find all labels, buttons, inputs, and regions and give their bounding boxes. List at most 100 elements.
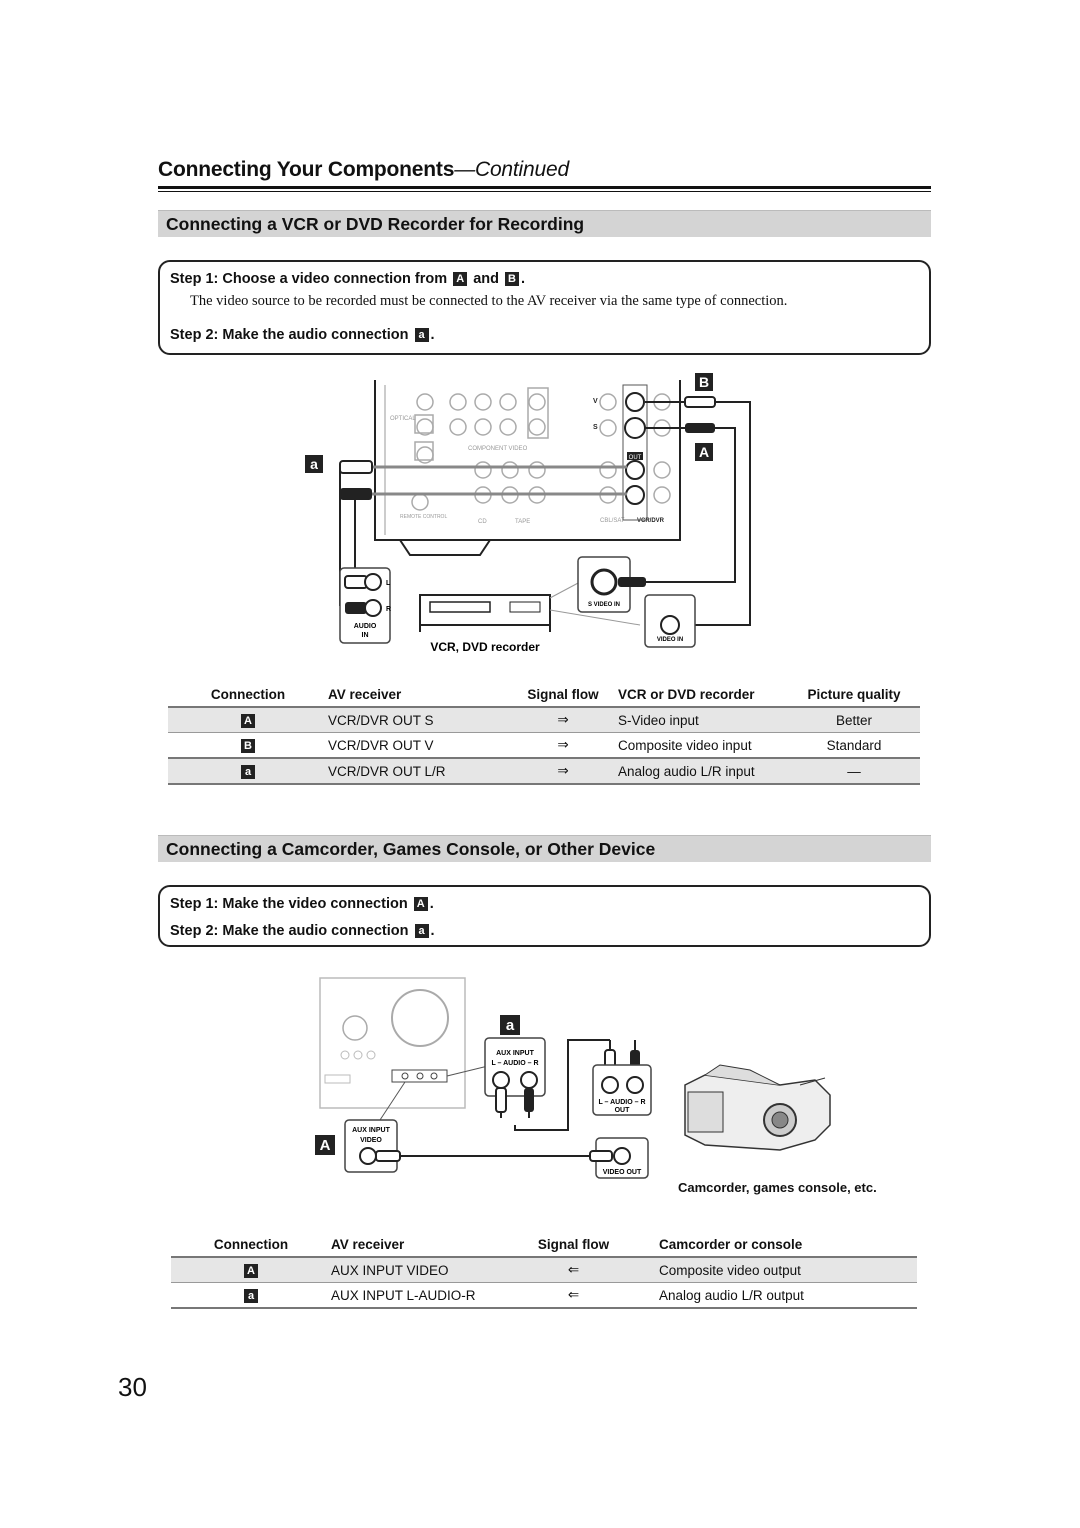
cam-out-label: OUT — [615, 1107, 631, 1114]
svg-text:B: B — [699, 374, 709, 390]
row-device: Analog audio L/R output — [631, 1282, 917, 1309]
svideo-cable — [645, 427, 736, 583]
row-device: Composite video input — [618, 732, 788, 759]
vcr-jack-r — [364, 599, 382, 617]
key-a: a — [414, 924, 429, 938]
audio-plug-r — [340, 488, 372, 500]
row-flow: ⇐ — [516, 1257, 631, 1283]
row-receiver: VCR/DVR OUT S — [328, 707, 508, 733]
vcr-plug-r — [345, 602, 367, 614]
key-B: B — [505, 272, 520, 286]
audio-plug-l — [339, 460, 373, 474]
cd-label: CD — [478, 519, 487, 525]
front-aux-jacks — [401, 1072, 438, 1080]
vcr-label-in: IN — [362, 632, 369, 639]
vcr-connection-diagram: OPTICAL COMPONENT VIDEO REMOTE CONTROL C… — [305, 373, 751, 654]
row-device: Analog audio L/R input — [618, 758, 788, 785]
cam-col-flow: Signal flow — [516, 1232, 631, 1258]
row-receiver: AUX INPUT VIDEO — [331, 1257, 516, 1283]
camcorder-device-label: Camcorder, games console, etc. — [678, 1180, 877, 1195]
cam-video-out-jack — [613, 1147, 631, 1165]
aux-video-input-label: AUX INPUT — [352, 1127, 390, 1134]
marker-B — [695, 373, 713, 391]
step2-vcr: Step 2: Make the audio connection a. — [170, 327, 435, 343]
vcr-plug-l — [344, 575, 368, 589]
aux-plug-l — [495, 1087, 507, 1113]
row-flow: ⇒ — [508, 758, 618, 785]
receiver-jacks — [411, 387, 671, 511]
vcr-col-device: VCR or DVD recorder — [618, 682, 788, 708]
optical-label: OPTICAL — [390, 416, 416, 422]
aux-video-jack — [359, 1147, 377, 1165]
vcr-tray — [429, 601, 491, 613]
vcr-display — [509, 601, 541, 613]
composite-plug — [684, 396, 716, 408]
aux-plug-r — [524, 1088, 534, 1112]
svg-text:A: A — [699, 444, 709, 460]
row-quality: Better — [788, 707, 920, 733]
vcr-label-audio: AUDIO — [354, 623, 377, 630]
row-receiver: VCR/DVR OUT L/R — [328, 758, 508, 785]
cam-video-plug — [589, 1150, 613, 1162]
cam-video-out-label: VIDEO OUT — [603, 1169, 642, 1176]
page-header-continued: —Continued — [454, 158, 569, 181]
s-video-in-plug — [618, 577, 646, 587]
aux-l-audio-r-label: L – AUDIO – R — [491, 1060, 538, 1067]
audio-cable-camcorder — [514, 1039, 610, 1131]
vcr-col-connection: Connection — [168, 682, 328, 708]
video-in-label: VIDEO IN — [657, 637, 683, 643]
remote-control-label: REMOTE CONTROL — [400, 514, 447, 520]
aux-jack-r — [520, 1071, 538, 1089]
row-device: S-Video input — [618, 707, 788, 733]
steps-box-camcorder: Step 1: Make the video connection A. Ste… — [158, 885, 931, 947]
callout-line-2 — [549, 581, 581, 599]
vcr-dvr-jack-column — [622, 384, 648, 521]
cam-col-connection: Connection — [171, 1232, 331, 1258]
key-a: a — [414, 328, 429, 342]
marker-a — [305, 455, 323, 473]
vcr-label-l: L — [386, 580, 391, 587]
vcr-dvr-label: VCR/DVR — [637, 518, 665, 524]
vcr-col-receiver: AV receiver — [328, 682, 508, 708]
cam-col-receiver: AV receiver — [331, 1232, 516, 1258]
out-tag — [627, 452, 643, 460]
cam-col-device: Camcorder or console — [631, 1232, 917, 1258]
vcr-connection-table: Connection AV receiver Signal flow VCR o… — [168, 682, 920, 785]
row-device: Composite video output — [631, 1257, 917, 1283]
table-row: a VCR/DVR OUT L/R ⇒ Analog audio L/R inp… — [168, 758, 920, 785]
camcorder-connection-table: Connection AV receiver Signal flow Camco… — [171, 1232, 917, 1309]
out-label: OUT — [629, 455, 642, 461]
table-row: B VCR/DVR OUT V ⇒ Composite video input … — [168, 732, 920, 759]
callout-aux-upper — [446, 1065, 489, 1077]
row-flow: ⇒ — [508, 707, 618, 733]
vcr-dvr-jacks — [624, 392, 646, 505]
s-video-in-label: S VIDEO IN — [588, 602, 620, 608]
aux-plug-leads — [500, 1112, 530, 1118]
row-key: A — [244, 1263, 258, 1278]
vcr-table-header-row: Connection AV receiver Signal flow VCR o… — [168, 682, 920, 708]
receiver-foot — [399, 539, 491, 556]
cbl-sat-label: CBL/SAT — [600, 518, 625, 524]
section-title-camcorder: Connecting a Camcorder, Games Console, o… — [158, 835, 931, 862]
aux-video-plug — [375, 1150, 401, 1162]
vcr-label-r: R — [386, 606, 391, 613]
cam-l-audio-r-label: L – AUDIO – R — [598, 1099, 645, 1106]
receiver-front — [319, 977, 466, 1109]
audio-cable-split — [609, 1040, 636, 1050]
camcorder-illustration — [684, 1064, 831, 1151]
vcr-unit — [419, 594, 551, 626]
s-label: S — [593, 424, 598, 431]
aux-input-label: AUX INPUT — [496, 1050, 534, 1057]
row-receiver: VCR/DVR OUT V — [328, 732, 508, 759]
aux-jack-l — [492, 1071, 510, 1089]
row-receiver: AUX INPUT L-AUDIO-R — [331, 1282, 516, 1309]
row-key: A — [241, 713, 255, 728]
input-knob — [342, 1015, 368, 1041]
s-video-in-jack — [590, 568, 618, 596]
row-quality: — — [788, 758, 920, 785]
aux-audio-panel — [484, 1037, 546, 1097]
receiver-panel-outline — [374, 380, 681, 541]
table-row: A AUX INPUT VIDEO ⇐ Composite video outp… — [171, 1257, 917, 1283]
key-A: A — [413, 897, 428, 911]
row-key: a — [244, 1288, 258, 1303]
